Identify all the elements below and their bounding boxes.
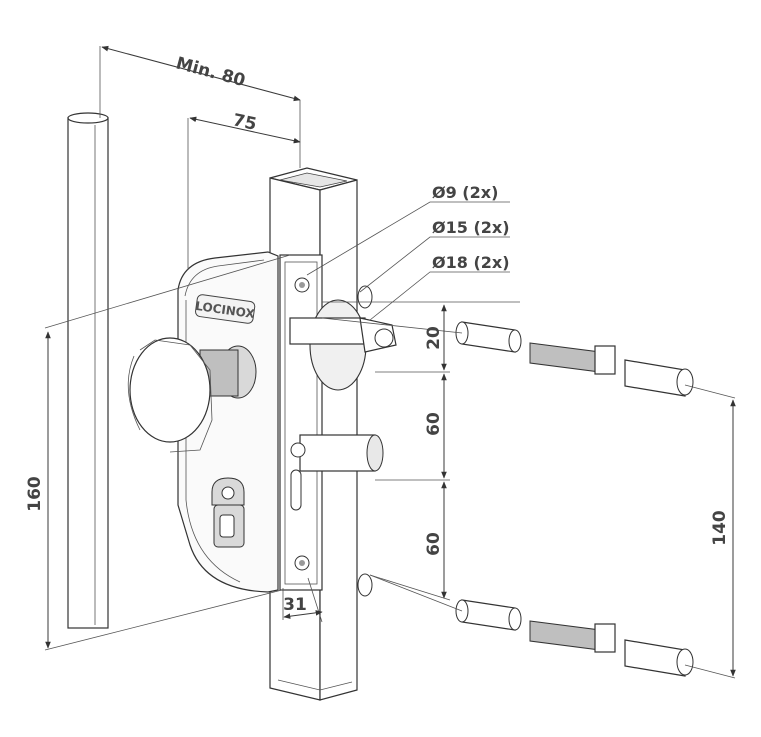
dimension-lines <box>45 45 736 677</box>
lock-housing: LOCINOX <box>177 251 279 593</box>
dim-min-width: Min. 80 <box>174 54 248 92</box>
handle-knob <box>127 337 257 453</box>
front-plate <box>279 254 323 591</box>
callout-d15: Ø15 (2x) <box>432 218 510 237</box>
dim-spacing-low: 60 <box>424 532 444 556</box>
round-post <box>67 112 109 629</box>
extension-lines <box>44 46 736 679</box>
latch-bolt <box>289 299 397 391</box>
callout-d9: Ø9 (2x) <box>432 183 498 202</box>
dim-spacing-mid: 60 <box>424 412 444 436</box>
dim-spacing-top: 20 <box>424 326 444 350</box>
hardware-top-row <box>455 321 694 397</box>
hardware-bottom-row <box>455 599 694 677</box>
dim-width: 75 <box>231 110 258 134</box>
callout-d18: Ø18 (2x) <box>432 253 510 272</box>
dim-bolt-spacing: 140 <box>710 510 730 546</box>
dead-bolt <box>290 434 384 472</box>
key-cylinder <box>211 477 245 548</box>
dim-height: 160 <box>25 476 45 512</box>
dim-offset: 31 <box>283 595 307 615</box>
